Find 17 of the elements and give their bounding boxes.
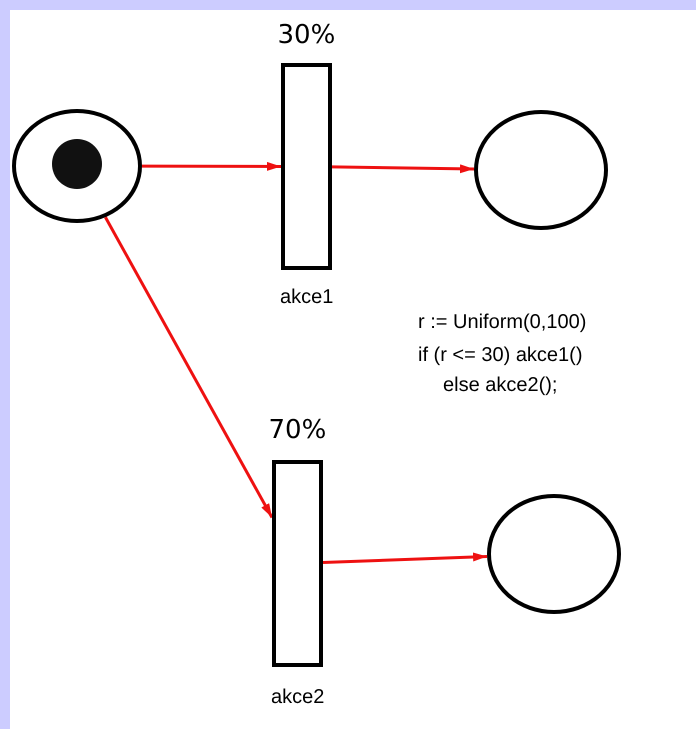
place-circle <box>487 494 621 614</box>
transition-name: akce2 <box>271 687 324 707</box>
transition-bar <box>281 63 332 270</box>
place-circle <box>474 110 608 230</box>
code-line: if (r <= 30) akce1() <box>418 345 583 365</box>
transition-name: akce1 <box>280 287 334 307</box>
arrow <box>142 162 281 171</box>
code-line: else akce2(); <box>443 375 558 395</box>
arrow <box>332 164 474 174</box>
probability-label: 70% <box>268 417 326 443</box>
arrow <box>322 552 488 564</box>
arrow <box>104 216 274 518</box>
place-circle <box>12 109 142 223</box>
token-dot <box>52 139 102 189</box>
code-line: r := Uniform(0,100) <box>418 312 586 332</box>
transition-bar <box>272 460 323 667</box>
probability-label: 30% <box>278 22 336 48</box>
